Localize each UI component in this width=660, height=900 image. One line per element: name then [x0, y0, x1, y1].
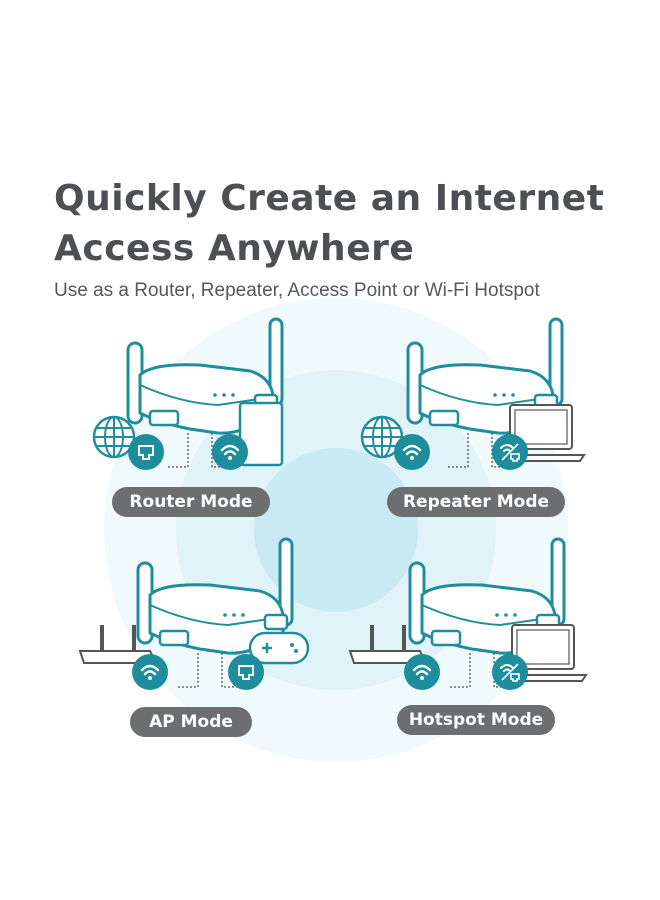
ethernet-icon — [128, 434, 164, 470]
repeater-mode-label: Repeater Mode — [387, 487, 565, 517]
router-mode-label: Router Mode — [112, 487, 270, 517]
background-glow-inner — [254, 448, 418, 612]
gamepad-icon — [248, 631, 310, 665]
wifi-icon — [132, 654, 168, 690]
repeater-mode-illustration — [360, 317, 585, 470]
router-mode-illustration — [92, 317, 284, 470]
wifi-icon — [404, 654, 440, 690]
wifi-icon — [394, 434, 430, 470]
ap-mode-label: AP Mode — [130, 707, 252, 737]
hotspot-mode-illustration — [349, 537, 587, 690]
wifi-ethernet-icon — [492, 654, 528, 690]
ap-mode-illustration — [79, 537, 310, 690]
hotspot-mode-label: Hotspot Mode — [397, 705, 555, 735]
subtitle: Use as a Router, Repeater, Access Point … — [54, 280, 540, 301]
headline-line-1: Quickly Create an Internet — [54, 178, 605, 219]
phone-icon — [238, 401, 284, 467]
ethernet-icon — [228, 654, 264, 690]
wifi-icon — [212, 434, 248, 470]
headline-line-2: Access Anywhere — [54, 228, 415, 269]
globe-icon — [92, 415, 136, 459]
wifi-ethernet-icon — [492, 434, 528, 470]
